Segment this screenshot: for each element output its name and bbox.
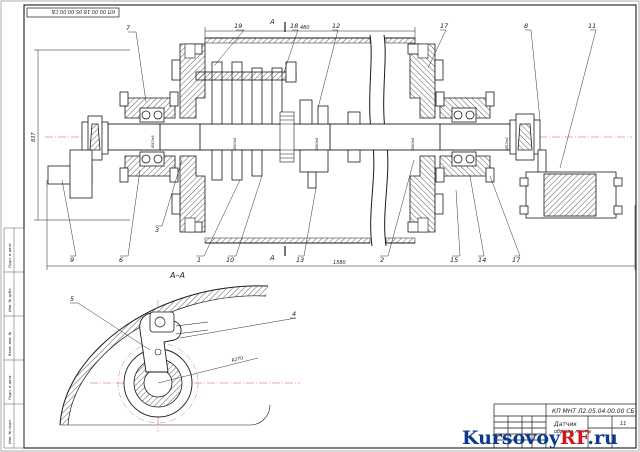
dim-radius: R270	[231, 355, 244, 364]
title-block	[493, 403, 637, 449]
top-stamp-box	[26, 7, 120, 18]
callout-9: 9	[70, 256, 74, 264]
callout-10: 10	[226, 256, 234, 264]
callout-14: 14	[478, 256, 486, 264]
radius-leader	[157, 357, 259, 384]
dim-shaft-c: Ø60k6	[314, 137, 319, 151]
callout-4: 4	[292, 310, 296, 318]
drum-wall-bottom	[204, 237, 371, 244]
callout-17-top: 17	[440, 22, 449, 30]
dim-top: 480	[300, 25, 310, 31]
callout-13: 13	[296, 256, 304, 264]
section-title: А–А	[169, 271, 185, 280]
watermark-part-1: Kursovoy	[462, 427, 561, 449]
main-shaft	[107, 123, 511, 151]
section-mark-bottom: А	[269, 254, 275, 262]
internal-mechanism	[195, 61, 361, 189]
drum-wall-bottom-right	[385, 237, 416, 244]
drum-wall-top-right	[385, 37, 416, 44]
dim-shaft-e: Ø52h6	[504, 137, 509, 151]
callout-6: 6	[119, 256, 123, 264]
right-bearing-housing	[435, 91, 495, 183]
side-label-4: Инв. № дубл.	[8, 287, 12, 312]
callout-18: 18	[290, 22, 298, 30]
section-mark-top: А	[269, 18, 275, 26]
dim-left: 837	[31, 132, 37, 142]
callout-3: 3	[155, 226, 159, 234]
watermark-part-3: .ru	[587, 427, 618, 449]
dim-shaft-d: Ø60k6	[410, 137, 415, 151]
watermark: KursovoyRF.ru	[462, 426, 638, 450]
left-side-strip	[3, 227, 25, 449]
left-hub	[171, 43, 206, 233]
gear	[279, 111, 295, 163]
dim-shaft-b: Ø50k6	[232, 137, 237, 151]
dimension-lines	[34, 27, 636, 270]
callout-15: 15	[450, 256, 458, 264]
brake-block	[519, 171, 623, 219]
title-line-2: обрыва ленты	[554, 429, 591, 435]
callout-7: 7	[126, 24, 131, 32]
dim-shaft-a: Ø52h6	[150, 135, 155, 149]
leader-lines	[61, 29, 597, 257]
title-line-1: Датчик	[553, 421, 577, 428]
section-view	[59, 285, 300, 432]
side-label-1: Инв. № подл.	[8, 419, 12, 444]
right-coupling	[509, 113, 547, 201]
side-label-5: Подп. и дата	[8, 244, 12, 268]
callout-8: 8	[524, 22, 528, 30]
top-stamp-text: КП 00.00.18.05.00.00.СБ	[51, 8, 115, 14]
left-bearing-housing	[119, 91, 179, 183]
side-label-2: Подп. и дата	[8, 376, 12, 400]
sheet-info: 11	[620, 421, 626, 427]
watermark-part-2: RF	[560, 427, 588, 449]
drum-wall-top	[204, 37, 371, 44]
left-coupling	[47, 115, 109, 199]
right-hub	[407, 43, 444, 233]
callout-5: 5	[70, 295, 74, 303]
section-leaders	[70, 302, 297, 351]
callout-2: 2	[380, 256, 384, 264]
callout-19: 19	[234, 22, 242, 30]
doc-number: КП МНТ Л2.05.04.00.00 СБ	[552, 408, 635, 415]
dim-bottom: 1580	[333, 260, 346, 266]
inner-frame	[23, 4, 637, 449]
side-label-3: Взам. инв. №	[8, 331, 12, 356]
flange-bolts	[184, 43, 429, 233]
callout-17-bottom: 17	[512, 256, 521, 264]
callout-1: 1	[197, 256, 201, 264]
callout-11: 11	[588, 22, 596, 30]
callout-12: 12	[332, 22, 340, 30]
